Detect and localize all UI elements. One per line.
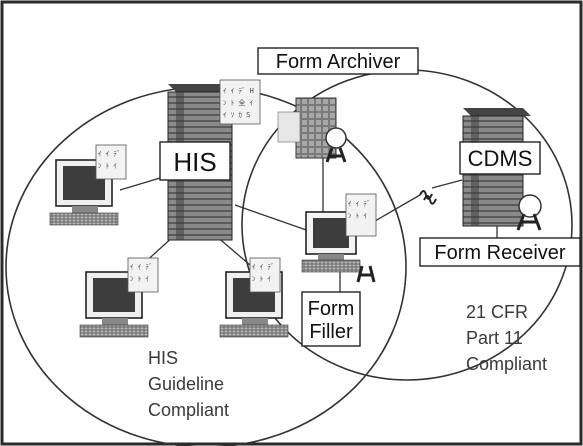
his-document-icon: ｲ ｲ ﾃﾞ H ﾝ ﾄ 全 ｲ ｲ ｿ ｶ S xyxy=(220,80,260,124)
client-pc-icon-left: ｲ ｲ ﾃﾞ ﾝ ﾄ ｲ xyxy=(50,145,126,225)
form-receiver-label: Form Receiver xyxy=(434,242,565,264)
svg-text:ｲ ｲ ﾃﾞ H: ｲ ｲ ﾃﾞ H xyxy=(223,87,254,95)
archiver-stamp-icon xyxy=(326,128,346,162)
svg-text:ﾝ ﾄ ｲ: ﾝ ﾄ ｲ xyxy=(98,162,117,170)
cfr-caption-line2: Part 11 xyxy=(466,328,523,348)
svg-text:ﾝ ﾄ 全 ｲ: ﾝ ﾄ 全 ｲ xyxy=(223,98,254,107)
link-break-icon xyxy=(420,191,436,204)
client-pc-icon-bottom-right: ｲ ｲ ﾃﾞ ﾝ ﾄ ｲ xyxy=(220,258,288,337)
filler-stamp-icon xyxy=(358,266,374,282)
svg-text:ｲ ｲ ﾃﾞ: ｲ ｲ ﾃﾞ xyxy=(252,263,274,271)
svg-text:ﾝ ﾄ ｲ: ﾝ ﾄ ｲ xyxy=(252,275,271,283)
his-label: HIS xyxy=(173,147,216,177)
archive-storage-icon xyxy=(278,98,336,158)
svg-text:ｲ ｲ ﾃﾞ: ｲ ｲ ﾃﾞ xyxy=(348,200,370,208)
svg-text:ﾝ ﾄ ｲ: ﾝ ﾄ ｲ xyxy=(130,275,149,283)
cfr-caption-line3: Compliant xyxy=(466,354,547,374)
cdms-label: CDMS xyxy=(468,146,533,171)
svg-text:ｲ ｲ ﾃﾞ: ｲ ｲ ﾃﾞ xyxy=(130,263,152,271)
svg-text:ｲ ｲ ﾃﾞ: ｲ ｲ ﾃﾞ xyxy=(98,150,120,158)
form-filler-label-line1: Form xyxy=(308,298,355,320)
form-filler-label-line2: Filler xyxy=(309,321,353,343)
receiver-stamp-icon xyxy=(518,195,541,230)
svg-text:ﾝ ﾄ ｲ: ﾝ ﾄ ｲ xyxy=(348,212,367,220)
client-pc-icon-bottom-left: ｲ ｲ ﾃﾞ ﾝ ﾄ ｲ xyxy=(80,258,158,337)
his-caption-line1: HIS xyxy=(148,348,178,368)
filler-document-icon: ｲ ｲ ﾃﾞ ﾝ ﾄ ｲ xyxy=(346,194,376,236)
form-archiver-label: Form Archiver xyxy=(276,51,401,73)
cfr-caption-line1: 21 CFR xyxy=(466,302,528,322)
his-caption-line3: Compliant xyxy=(148,400,229,420)
his-caption-line2: Guideline xyxy=(148,374,224,394)
svg-text:ｲ ｿ ｶ S: ｲ ｿ ｶ S xyxy=(223,111,250,119)
